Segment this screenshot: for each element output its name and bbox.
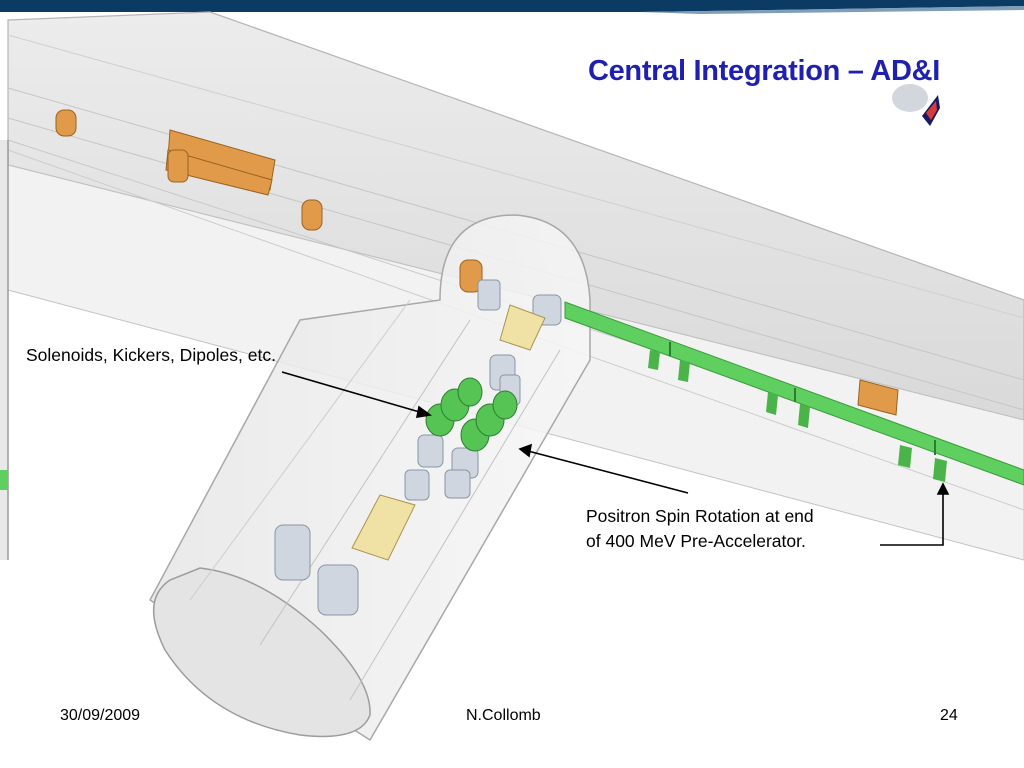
positron-label: Positron Spin Rotation at end of 400 MeV…	[586, 504, 814, 554]
positron-label-line1: Positron Spin Rotation at end	[586, 506, 814, 526]
branch-tunnel	[149, 214, 591, 742]
footer-author: N.Collomb	[466, 707, 541, 724]
footer-date: 30/09/2009	[60, 707, 141, 724]
positron-label-line2: of 400 MeV Pre-Accelerator.	[586, 531, 806, 551]
green-solenoids	[425, 377, 518, 452]
grey-magnets	[274, 279, 562, 616]
slide-number: 24	[940, 707, 958, 724]
slide-top-bar	[0, 0, 1024, 14]
orange-magnets	[55, 109, 899, 416]
green-beamline	[0, 301, 1024, 490]
annotation-arrows	[281, 371, 950, 546]
slide-title: Central Integration – AD&I	[587, 55, 940, 87]
solenoids-label: Solenoids, Kickers, Dipoles, etc.	[26, 345, 276, 365]
corner-logo-icon	[892, 84, 940, 126]
yellow-magnets	[351, 304, 546, 561]
